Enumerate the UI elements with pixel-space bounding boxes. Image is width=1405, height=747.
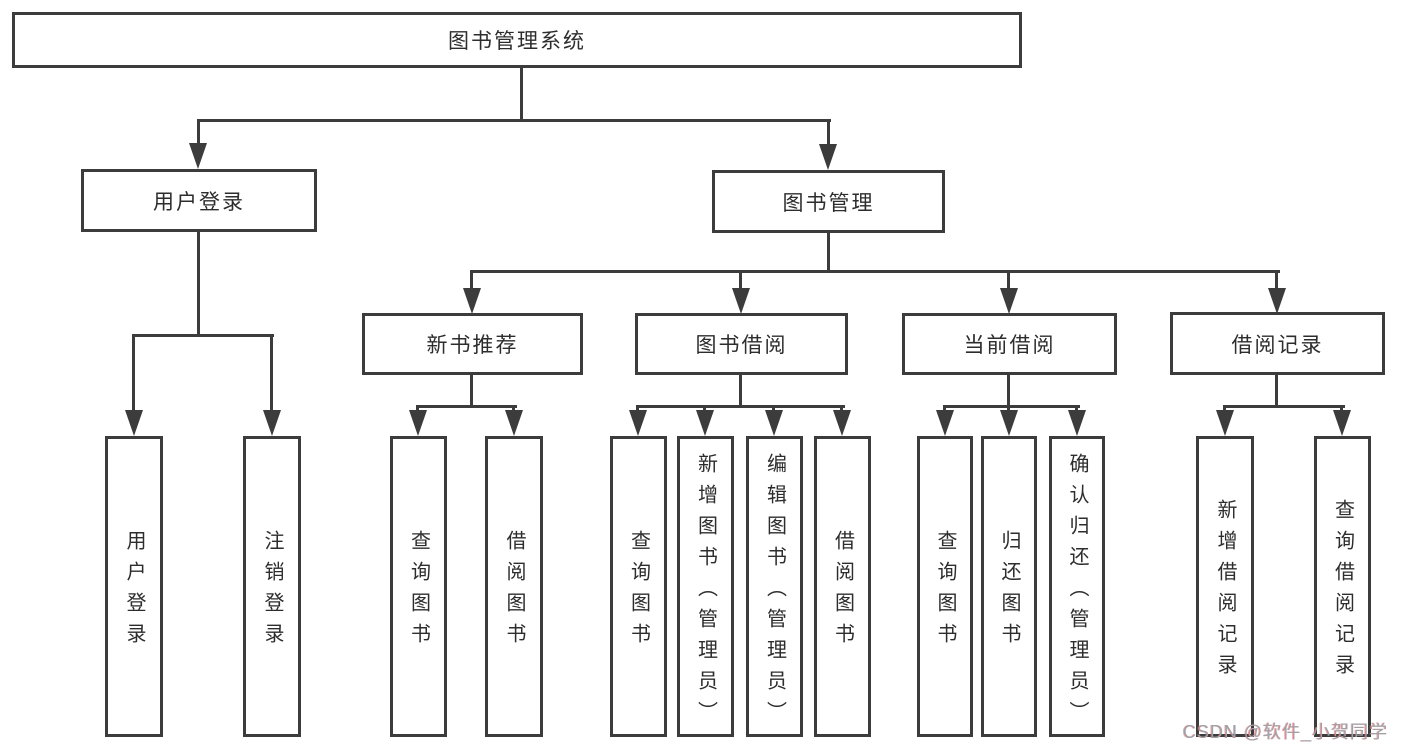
arrow-down-icon (819, 144, 837, 170)
connector-arrow-stem (132, 334, 135, 412)
node-root-label: 图书管理系统 (448, 30, 586, 53)
arrow-down-icon (1000, 288, 1018, 314)
arrow-down-icon (263, 410, 281, 436)
connector-arrow-stem (739, 270, 742, 290)
leaf-add-book-admin: 新增图书（管理员） (677, 436, 734, 737)
connector-arrow-stem (943, 405, 946, 413)
arrow-down-icon (765, 410, 783, 436)
connector-arrow-stem (270, 334, 273, 412)
leaf-borrow-books-2: 借阅图书 (814, 436, 871, 737)
leaf-borrow-books-1: 借阅图书 (485, 436, 543, 737)
node-current-borrow: 当前借阅 (902, 313, 1117, 375)
connector-arrow-stem (416, 405, 419, 413)
connector-borrow-records-stem (1275, 373, 1278, 407)
leaf-add-borrow-record-label: 新增借阅记录 (1214, 499, 1236, 685)
connector-user-login-stem (197, 231, 200, 336)
leaf-query-books-3: 查询图书 (917, 436, 973, 737)
connector-new-book-split (416, 405, 517, 408)
node-root: 图书管理系统 (12, 12, 1022, 68)
connector-user-login-split (132, 334, 274, 337)
arrow-down-icon (1000, 410, 1018, 436)
arrow-down-icon (125, 410, 143, 436)
connector-arrow-stem (827, 119, 830, 147)
leaf-edit-book-admin: 编辑图书（管理员） (746, 436, 803, 737)
connector-book-borrow-stem (739, 373, 742, 407)
arrow-down-icon (732, 288, 750, 314)
leaf-query-books-2-label: 查询图书 (627, 530, 650, 654)
arrow-down-icon (409, 410, 427, 436)
leaf-user-login-label: 用户登录 (123, 530, 145, 654)
arrow-down-icon (629, 410, 647, 436)
node-current-borrow-label: 当前借阅 (963, 334, 1056, 357)
arrow-down-icon (833, 410, 851, 436)
connector-new-book-stem (470, 373, 473, 407)
leaf-confirm-return-admin-label: 确认归还（管理员） (1066, 452, 1088, 732)
leaf-query-books-3-label: 查询图书 (934, 530, 956, 654)
connector-current-borrow-stem (1007, 373, 1010, 407)
arrow-down-icon (463, 288, 481, 314)
watermark: CSDN @软件_小贺同学 (1183, 722, 1389, 742)
leaf-query-borrow-record: 查询借阅记录 (1314, 436, 1371, 737)
node-borrow-records: 借阅记录 (1170, 312, 1385, 375)
connector-arrow-stem (1340, 405, 1343, 413)
connector-arrow-stem (1007, 405, 1010, 413)
connector-arrow-stem (470, 270, 473, 290)
connector-root-stem (520, 66, 523, 121)
leaf-query-borrow-record-label: 查询借阅记录 (1331, 499, 1354, 685)
leaf-query-books-1: 查询图书 (390, 436, 447, 737)
arrow-down-icon (189, 143, 207, 169)
leaf-return-book-label: 归还图书 (998, 530, 1020, 654)
connector-arrow-stem (772, 405, 775, 413)
connector-arrow-stem (703, 405, 706, 413)
connector-book-mgmt-stem (827, 232, 830, 273)
leaf-query-books-2: 查询图书 (610, 436, 667, 737)
node-user-login: 用户登录 (81, 169, 317, 232)
leaf-return-book: 归还图书 (981, 436, 1037, 737)
connector-book-borrow-split (636, 405, 845, 408)
node-user-login-label: 用户登录 (153, 190, 245, 214)
arrow-down-icon (505, 410, 523, 436)
leaf-borrow-books-1-label: 借阅图书 (503, 530, 525, 654)
connector-arrow-stem (636, 405, 639, 413)
leaf-add-book-admin-label: 新增图书（管理员） (694, 452, 717, 732)
arrow-down-icon (1268, 288, 1286, 314)
connector-arrow-stem (1275, 270, 1278, 290)
connector-arrow-stem (1075, 405, 1078, 413)
leaf-logout-label: 注销登录 (261, 530, 283, 654)
connector-arrow-stem (197, 119, 200, 146)
arrow-down-icon (1068, 410, 1086, 436)
leaf-confirm-return-admin: 确认归还（管理员） (1049, 436, 1105, 737)
node-new-book-recommend-label: 新书推荐 (426, 334, 519, 357)
node-book-borrow-label: 图书借阅 (695, 334, 788, 357)
connector-arrow-stem (840, 405, 843, 413)
arrow-down-icon (936, 410, 954, 436)
leaf-user-login: 用户登录 (105, 436, 163, 737)
arrow-down-icon (1333, 410, 1351, 436)
leaf-query-books-1-label: 查询图书 (407, 530, 430, 654)
arrow-down-icon (696, 410, 714, 436)
connector-level3-bar (470, 270, 1280, 273)
connector-level2-bar (197, 119, 831, 122)
node-book-management: 图书管理 (712, 170, 945, 233)
connector-arrow-stem (1007, 270, 1010, 290)
node-new-book-recommend: 新书推荐 (362, 313, 583, 375)
connector-current-borrow-split (943, 405, 1080, 408)
leaf-logout: 注销登录 (243, 436, 301, 737)
connector-arrow-stem (512, 405, 515, 413)
arrow-down-icon (1216, 410, 1234, 436)
node-borrow-records-label: 借阅记录 (1231, 333, 1324, 357)
leaf-add-borrow-record: 新增借阅记录 (1196, 436, 1254, 737)
connector-borrow-records-split (1223, 405, 1345, 408)
connector-arrow-stem (1223, 405, 1226, 413)
node-book-borrow: 图书借阅 (635, 313, 848, 375)
leaf-borrow-books-2-label: 借阅图书 (831, 530, 854, 654)
node-book-management-label: 图书管理 (782, 191, 875, 215)
leaf-edit-book-admin-label: 编辑图书（管理员） (763, 452, 786, 732)
